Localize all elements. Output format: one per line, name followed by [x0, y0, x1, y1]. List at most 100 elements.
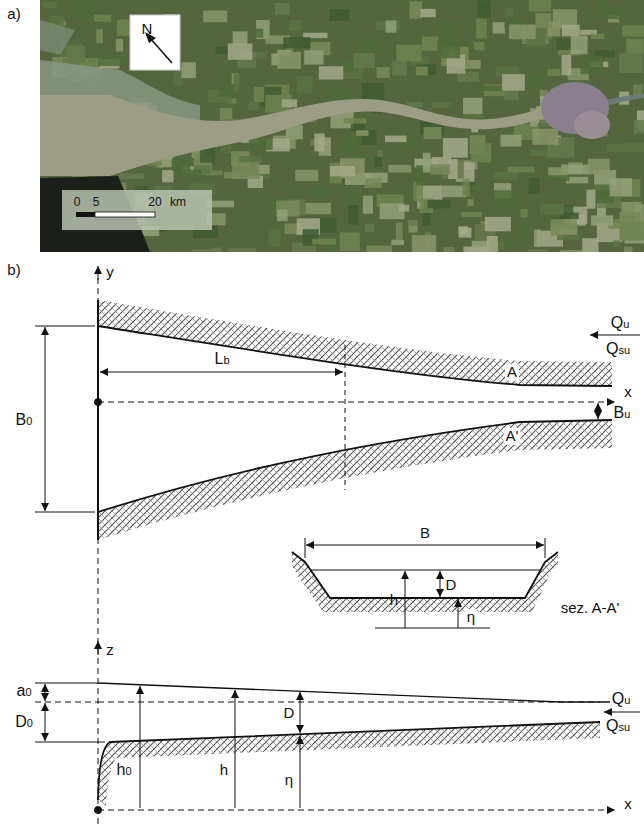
field-patch	[416, 165, 423, 185]
field-patch	[361, 40, 380, 55]
flow-label: Qu	[611, 314, 630, 332]
field-patch	[437, 40, 460, 58]
field-patch	[376, 67, 389, 78]
field-patch	[399, 205, 409, 212]
field-patch	[423, 153, 431, 173]
field-patch	[305, 203, 331, 214]
field-patch	[416, 66, 428, 75]
flow-label: Qsu	[606, 340, 630, 358]
field-patch	[396, 45, 421, 62]
field-patch	[591, 215, 613, 225]
field-patch	[391, 240, 404, 245]
dimension-label: B	[420, 525, 430, 542]
field-patch	[463, 179, 470, 197]
field-patch	[422, 36, 438, 50]
field-patch	[459, 228, 472, 238]
section-mark: A	[505, 364, 519, 381]
field-patch	[409, 220, 418, 232]
satellite-image	[40, 0, 644, 252]
field-patch	[268, 230, 280, 247]
field-patch	[254, 87, 264, 102]
field-patch	[362, 83, 385, 100]
field-patch	[477, 0, 490, 17]
field-patch	[363, 196, 373, 214]
field-patch	[228, 43, 253, 59]
field-patch	[529, 178, 540, 194]
field-patch	[432, 102, 452, 108]
field-patch	[314, 133, 324, 151]
field-patch	[440, 20, 458, 40]
field-patch	[385, 136, 407, 143]
field-patch	[340, 137, 362, 155]
field-patch	[536, 13, 552, 27]
field-patch	[98, 55, 125, 66]
field-patch	[427, 200, 450, 209]
field-patch	[485, 217, 511, 231]
field-patch	[416, 64, 435, 75]
field-patch	[348, 205, 358, 225]
section-title: sez. A-A'	[561, 600, 620, 617]
field-patch	[412, 235, 436, 252]
field-patch	[386, 20, 397, 32]
field-patch	[277, 52, 301, 69]
field-patch	[162, 170, 173, 182]
field-patch	[330, 9, 349, 21]
field-patch	[468, 199, 474, 206]
field-patch	[119, 173, 145, 179]
dimension-label: Lb	[214, 350, 229, 368]
field-patch	[532, 129, 558, 145]
axis-label: x	[624, 384, 632, 401]
field-patch	[310, 188, 330, 197]
field-patch	[409, 221, 417, 227]
field-patch	[175, 170, 201, 178]
scale-number: 5	[93, 196, 100, 209]
dimension-label: h	[390, 592, 398, 609]
north-label: N	[142, 21, 153, 38]
field-patch	[520, 221, 528, 239]
field-patch	[312, 239, 336, 245]
field-patch	[203, 10, 227, 22]
section-mark: A'	[504, 428, 521, 445]
field-patch	[479, 86, 504, 91]
field-patch	[191, 249, 217, 252]
field-patch	[344, 118, 367, 123]
dimension-label: η	[465, 609, 477, 626]
dimension-label: h	[220, 762, 228, 779]
field-patch	[622, 25, 644, 36]
dimension-label: Bu	[614, 404, 631, 422]
field-patch	[282, 99, 297, 107]
field-patch	[330, 166, 355, 176]
dimension-label: D	[446, 577, 457, 594]
field-patch	[619, 53, 643, 73]
field-patch	[277, 210, 288, 222]
field-patch	[356, 130, 368, 136]
field-patch	[493, 190, 521, 209]
field-patch	[461, 212, 482, 217]
field-patch	[534, 229, 541, 247]
panel-letter: a)	[7, 6, 20, 23]
field-patch	[364, 178, 381, 188]
field-patch	[562, 25, 580, 37]
flow-label: Qu	[612, 690, 631, 708]
cross-section	[292, 538, 558, 628]
field-patch	[297, 76, 313, 92]
field-patch	[577, 184, 583, 197]
field-patch	[181, 62, 196, 78]
field-patch	[374, 156, 381, 167]
field-patch	[625, 142, 644, 151]
field-patch	[463, 246, 488, 252]
field-patch	[504, 240, 512, 248]
field-patch	[529, 0, 551, 11]
field-patch	[94, 15, 111, 22]
field-patch	[283, 37, 310, 48]
field-patch	[591, 34, 604, 39]
field-patch	[233, 31, 248, 44]
field-patch	[392, 61, 407, 76]
field-patch	[588, 159, 610, 175]
dimension-label: a0	[16, 682, 31, 700]
field-patch	[493, 172, 518, 180]
scale-number: 20	[148, 196, 161, 209]
field-patch	[610, 178, 632, 196]
